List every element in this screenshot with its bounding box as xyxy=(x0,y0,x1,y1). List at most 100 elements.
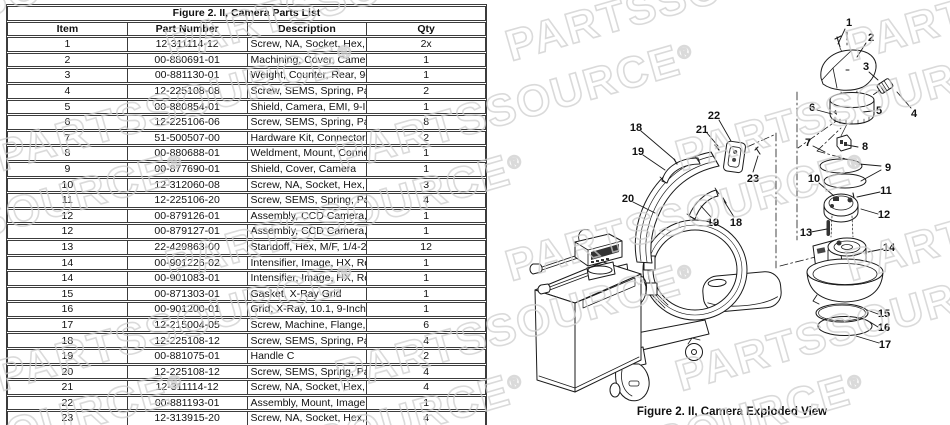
cell-qty: 1 xyxy=(366,395,486,411)
table-header-row: Item Part Number Description Qty xyxy=(7,21,486,37)
cell-part-number: 00-901226-02 xyxy=(126,255,247,271)
cell-item: 11 xyxy=(7,193,127,208)
camera-exploded-stack xyxy=(806,35,894,336)
grid-ring xyxy=(817,316,873,336)
cell-description: Weldment, Mount, Connector, Camera, Cove… xyxy=(246,146,367,161)
callout-leader-line xyxy=(752,155,759,173)
cell-part-number: 00-880688-01 xyxy=(126,146,247,161)
callout-number: 11 xyxy=(880,185,892,197)
callout-number: 7 xyxy=(805,137,811,149)
cell-item: 2 xyxy=(7,52,127,68)
cell-part-number: 00-881193-01 xyxy=(126,395,247,411)
cell-description: Shield, Cover, Camera xyxy=(246,161,367,177)
callout-leader-line xyxy=(818,182,835,197)
cell-qty: 1 xyxy=(366,146,486,161)
cell-item: 16 xyxy=(7,302,127,317)
callout-leader-line xyxy=(640,130,676,161)
cell-item: 5 xyxy=(7,99,127,115)
cell-description: Assembly, CCD Camera, 1K x 1K, 9" xyxy=(246,208,367,224)
cell-item: 20 xyxy=(7,364,127,380)
column-header-part-number: Part Number xyxy=(126,21,247,37)
callout-leader-line xyxy=(862,110,873,113)
cell-description: Screw, SEMS, Spring, Pan, Torx, 8x32, 3/… xyxy=(246,333,367,349)
column-header-description: Description xyxy=(246,21,367,37)
cell-description: Machining, Cover, Camera xyxy=(246,52,367,68)
cell-description: Assembly, Mount, Image Intensifier, 9-In… xyxy=(246,395,367,411)
cell-qty: 2 xyxy=(366,83,486,99)
callout-leader-line xyxy=(896,91,912,109)
callout-leader-line xyxy=(718,119,732,142)
cell-item: 7 xyxy=(7,130,127,146)
callout-leader-line xyxy=(856,42,867,58)
cell-item: 3 xyxy=(7,68,127,83)
callout-leader-line xyxy=(860,208,879,215)
handle-upper xyxy=(661,157,701,184)
c-arc-handle-assembly xyxy=(634,140,761,264)
cell-qty: 2x xyxy=(366,37,486,52)
cell-qty: 4 xyxy=(366,193,486,208)
callout-number: 13 xyxy=(800,227,812,239)
cell-item: 19 xyxy=(7,349,127,364)
callout-leader-line xyxy=(700,205,712,218)
cell-part-number: 12-225108-12 xyxy=(126,333,247,349)
cell-qty: 1 xyxy=(366,68,486,83)
callout-leader-line xyxy=(858,163,882,167)
cell-part-number: 12-313915-20 xyxy=(126,411,247,425)
cell-part-number: 00-901083-01 xyxy=(126,271,247,286)
cell-item: 23 xyxy=(7,411,127,425)
cell-description: Screw, SEMS, Spring, Pan, Torx, 6x32, 3/… xyxy=(246,115,367,130)
callout-number: 16 xyxy=(878,322,890,334)
cell-part-number: 00-880691-01 xyxy=(126,52,247,68)
cell-item: 12 xyxy=(7,208,127,224)
cell-qty: 1 xyxy=(366,255,486,271)
cell-item: 4 xyxy=(7,83,127,99)
parts-table: Figure 2. II, Camera Parts List Item Par… xyxy=(6,4,487,425)
cell-item: 21 xyxy=(7,380,127,395)
cell-qty: 1 xyxy=(366,161,486,177)
callout-number: 2 xyxy=(868,32,874,44)
callout-number: 22 xyxy=(708,110,720,122)
handle-lower xyxy=(688,189,719,220)
callout-leader-line xyxy=(866,309,879,315)
callout-leader-line xyxy=(868,71,879,81)
cell-item: 9 xyxy=(7,161,127,177)
callout-leader-line xyxy=(632,201,656,214)
cell-part-number: 22-429863-00 xyxy=(126,239,247,255)
cell-description: Intensifier, Image, HX, Rear Mount, 12" xyxy=(246,271,367,286)
cell-part-number: 00-901200-01 xyxy=(126,302,247,317)
cell-part-number: 51-500507-00 xyxy=(126,130,247,146)
cell-item: 18 xyxy=(7,333,127,349)
cell-qty: 1 xyxy=(366,286,486,302)
cell-description: Assembly, CCD Camera, 1K x 1K, 12" xyxy=(246,224,367,239)
callout-leader-line xyxy=(837,28,846,45)
callout-leader-line xyxy=(856,191,881,198)
cell-qty: 2 xyxy=(366,349,486,364)
cell-item: 14 xyxy=(7,271,127,286)
callout-number: 20 xyxy=(622,193,634,205)
cell-description: Screw, NA, Socket, Hex, 1/4-20, 3/4, SZC… xyxy=(246,37,367,52)
callout-leader-line xyxy=(867,248,884,253)
cell-qty: 3 xyxy=(366,177,486,193)
callout-number: 9 xyxy=(885,162,891,174)
cell-item: 10 xyxy=(7,177,127,193)
cell-qty: 8 xyxy=(366,115,486,130)
cell-item: 8 xyxy=(7,146,127,161)
cell-qty: 1 xyxy=(366,302,486,317)
callout-leader-line xyxy=(816,109,833,115)
cell-description: Screw, NA, Socket, Hex, 5/16-18, 1, SBO,… xyxy=(246,411,367,425)
cell-part-number: 12-311114-12 xyxy=(126,380,247,395)
